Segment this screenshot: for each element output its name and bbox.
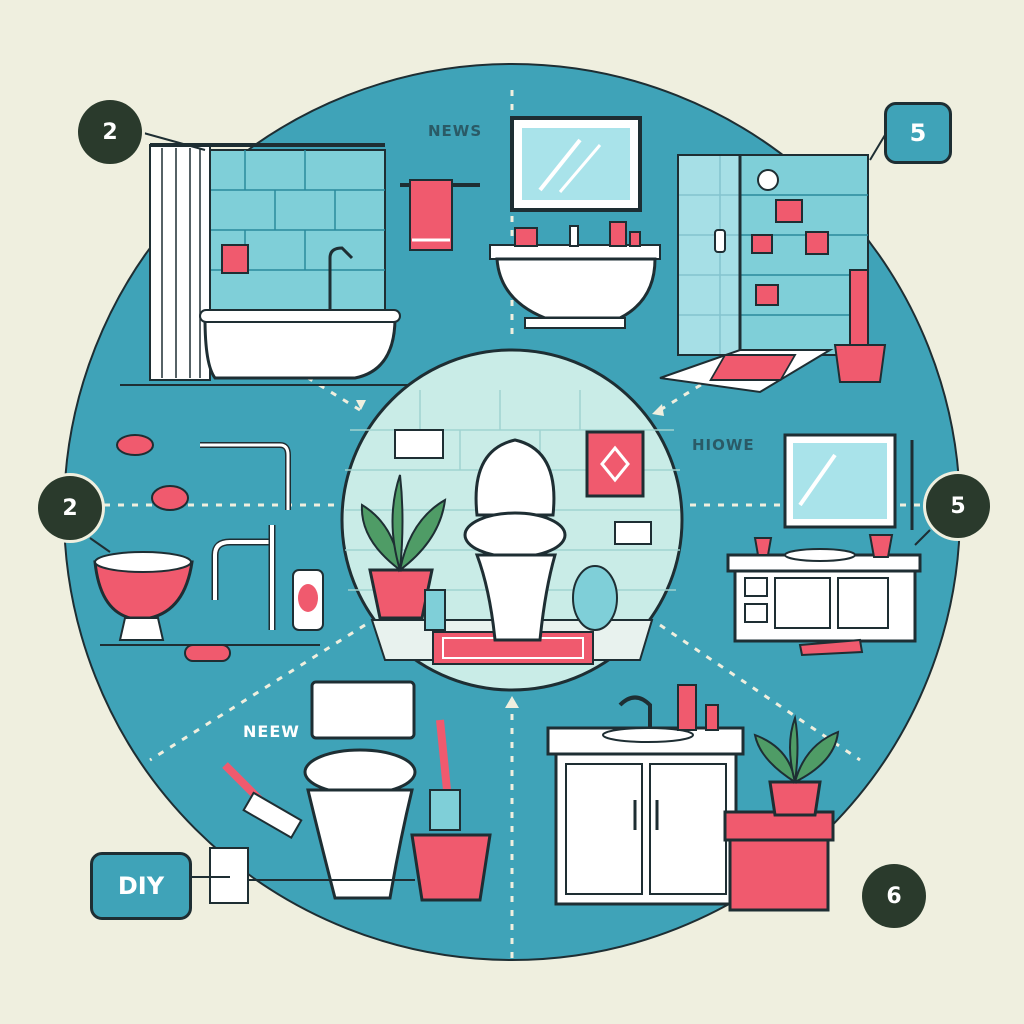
- bubble-top-right: 5: [884, 102, 952, 164]
- cleaning-scene: [209, 680, 492, 904]
- badge-bottom-right: 6: [862, 864, 926, 928]
- badge-top-left: 2: [78, 100, 142, 164]
- badge-middle-right: 5: [926, 474, 990, 538]
- badge-middle-left: 2: [38, 476, 102, 540]
- label-hiowe: HIOWE: [692, 436, 755, 454]
- center-toilet-scene: [340, 348, 684, 692]
- callout-connectors: [89, 131, 931, 878]
- flow-arrows: [356, 400, 664, 708]
- label-news: NEWS: [428, 122, 483, 140]
- bathtub-scene: [120, 143, 420, 386]
- bubble-diy: DIY: [90, 852, 192, 920]
- label-neew: NEEW: [243, 722, 300, 741]
- plumbing-scene: [93, 434, 324, 662]
- shower-scene: [659, 154, 887, 394]
- towel-rail-icon: [400, 179, 480, 251]
- cabinet-scene: [546, 684, 840, 912]
- vanity-scene: [726, 433, 922, 657]
- sink-scene: [489, 116, 661, 329]
